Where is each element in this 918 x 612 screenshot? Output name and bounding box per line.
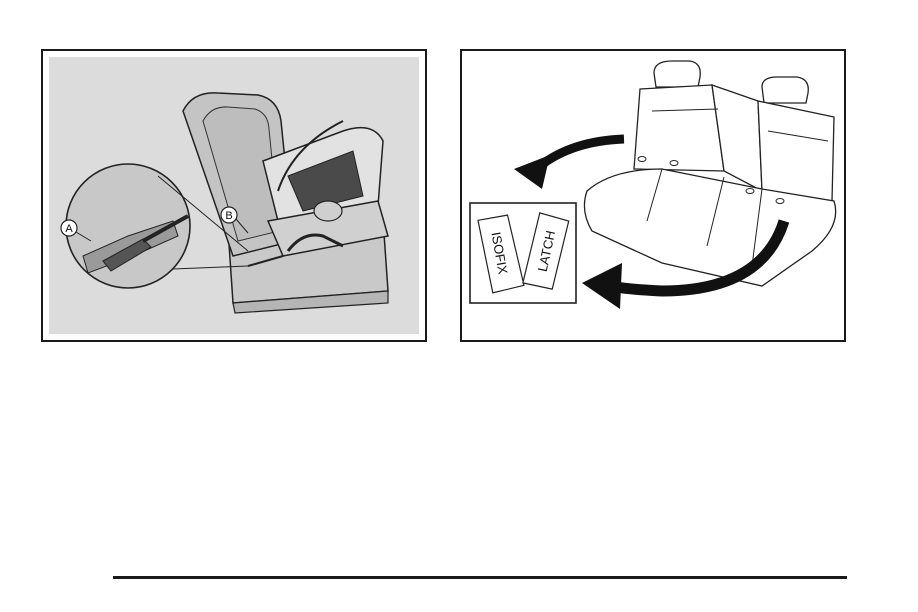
anchor-mark-4 (776, 199, 784, 204)
seatback-center (712, 85, 762, 191)
anchor-mark-2 (670, 161, 678, 166)
anchor-mark-3 (746, 189, 754, 194)
footer-rule (113, 576, 847, 579)
callout-a-label: A (65, 223, 73, 235)
arrow-upper-shaft (540, 139, 624, 166)
callout-b-label: B (225, 210, 232, 222)
rear-seat-illustration: ISOFIX LATCH (462, 51, 844, 340)
anchor-mark-1 (638, 157, 646, 162)
arrow-lower-head (582, 263, 622, 309)
carrier-hinge (314, 201, 342, 221)
seatback-left (634, 85, 724, 171)
seatback-right (758, 101, 834, 201)
figure-infant-seat-anchors: A B (41, 49, 427, 342)
infant-seat-illustration: A B (43, 51, 425, 340)
headrest-right (762, 77, 808, 103)
headrest-left (654, 61, 700, 87)
figure-rear-seat-anchor-locations: ISOFIX LATCH (460, 49, 846, 342)
arrow-upper-head (514, 155, 550, 189)
